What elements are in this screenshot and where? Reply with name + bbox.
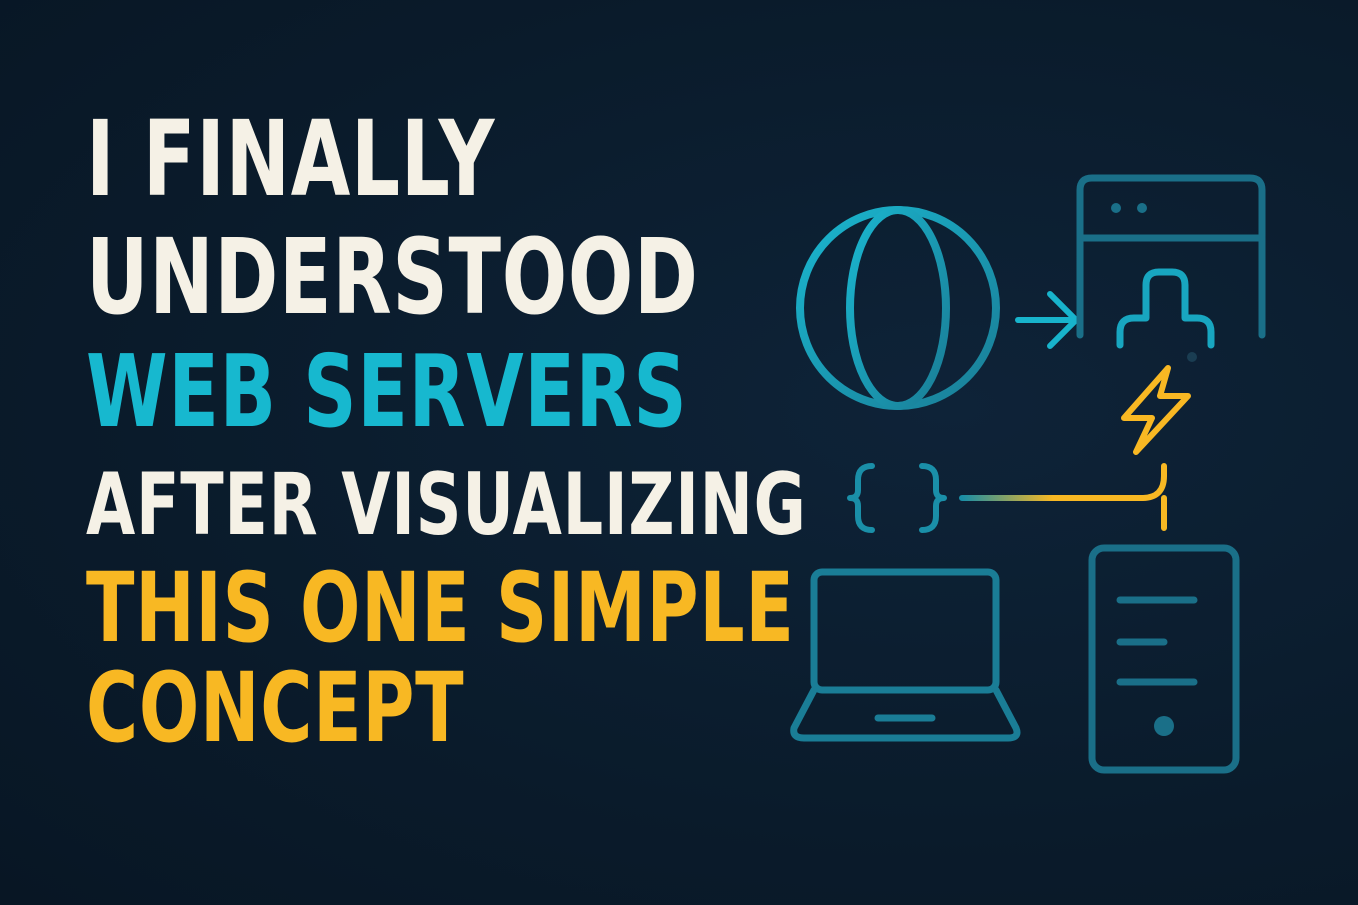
laptop-icon — [790, 568, 1021, 742]
connector-line — [959, 463, 1167, 531]
globe-icon — [796, 206, 1000, 410]
arrow-right-icon — [1015, 291, 1079, 349]
headline-line-5: THIS ONE SIMPLE — [86, 552, 795, 664]
server-power-dot — [1154, 716, 1174, 736]
headline-line-4: AFTER VISUALIZING — [86, 455, 807, 555]
headline-line-2: UNDERSTOOD — [86, 216, 699, 338]
headline: I FINALLY UNDERSTOOD WEB SERVERS AFTER V… — [86, 100, 806, 758]
plug-icon — [1116, 268, 1215, 349]
code-braces-icon — [847, 463, 947, 533]
headline-line-6: CONCEPT — [86, 652, 465, 764]
diagram-svg — [790, 174, 1266, 774]
browser-window-icon — [1076, 174, 1266, 339]
lightning-icon — [1121, 365, 1191, 455]
headline-line-3: WEB SERVERS — [86, 333, 688, 450]
headline-line-1: I FINALLY — [86, 98, 496, 220]
window-dot-2 — [1137, 203, 1147, 213]
plug-dot — [1187, 352, 1197, 362]
server-tower-icon — [1088, 544, 1240, 774]
window-dot-1 — [1111, 203, 1121, 213]
web-server-diagram — [780, 160, 1280, 790]
